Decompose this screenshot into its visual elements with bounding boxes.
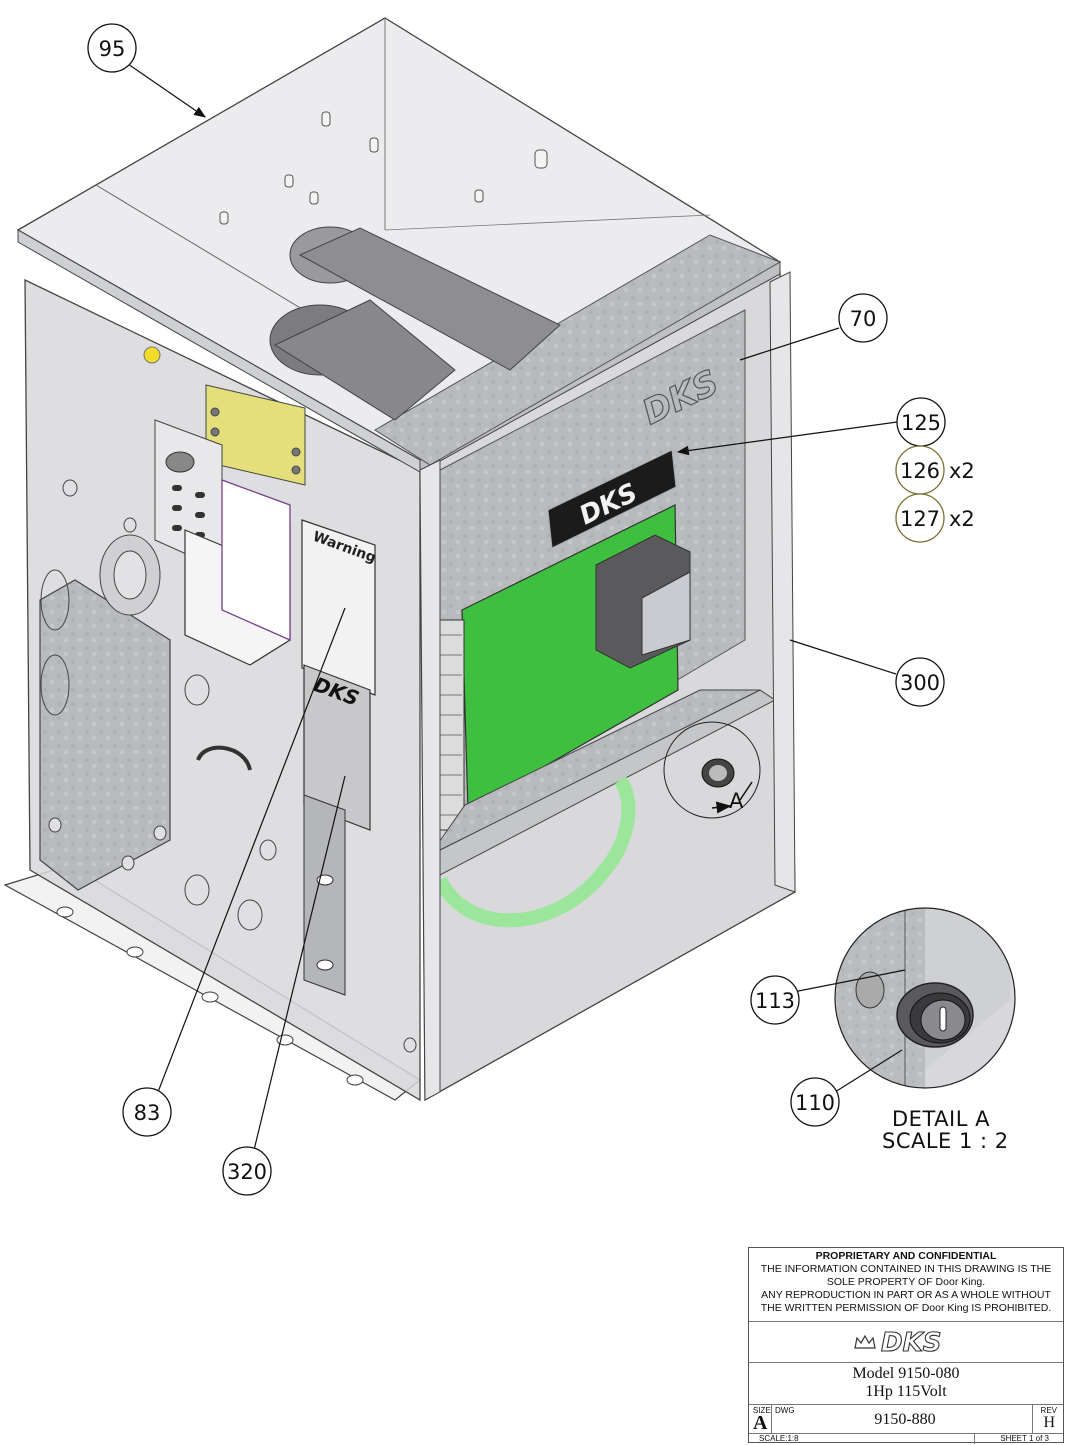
balloon-320: 320 xyxy=(222,1146,272,1196)
sheet-number: SHEET 1 of 3 xyxy=(1000,1434,1049,1443)
drawing-scale: SCALE:1:8 xyxy=(759,1434,799,1443)
proprietary-notice: PROPRIETARY AND CONFIDENTIAL THE INFORMA… xyxy=(749,1248,1063,1322)
proprietary-line: SOLE PROPERTY OF Door King. xyxy=(826,1276,986,1288)
model-line: 1Hp 115Volt xyxy=(865,1383,947,1400)
svg-text:126: 126 xyxy=(900,459,940,483)
balloon-83: 83 xyxy=(122,1087,172,1137)
dks-badge xyxy=(547,449,677,549)
balloon-300: 300 xyxy=(895,657,945,707)
rev-value: H xyxy=(1043,1414,1055,1431)
dwg-label: DWG xyxy=(775,1406,795,1415)
crown-icon: DKS xyxy=(854,1327,942,1358)
proprietary-line: ANY REPRODUCTION IN PART OR AS A WHOLE W… xyxy=(761,1289,1051,1301)
dwg-number: 9150-880 xyxy=(874,1411,936,1428)
knockouts xyxy=(48,479,417,1053)
balloon-126-qty: x2 xyxy=(949,459,975,483)
detail-view-letter: A xyxy=(729,789,744,813)
balloon-125: 125 xyxy=(896,397,946,447)
yellow-indicator xyxy=(143,346,161,364)
svg-text:125: 125 xyxy=(901,411,941,435)
mounting-strip xyxy=(303,794,346,996)
balloon-110: 110 xyxy=(790,1077,840,1127)
cable-clamp xyxy=(196,745,252,771)
rev-cell: REV H xyxy=(1032,1405,1063,1433)
drive-wheel xyxy=(433,775,636,928)
title-block: PROPRIETARY AND CONFIDENTIAL THE INFORMA… xyxy=(748,1247,1064,1444)
model-description: Model 9150-080 1Hp 115Volt xyxy=(749,1363,1063,1405)
balloon-127-qty: x2 xyxy=(949,507,975,531)
rev-label: REV xyxy=(1040,1406,1057,1415)
size-label: SIZE xyxy=(753,1406,771,1415)
proprietary-line: THE WRITTEN PERMISSION OF Door King IS P… xyxy=(760,1302,1052,1314)
terminal-strip xyxy=(437,619,465,831)
warning-label xyxy=(301,519,376,696)
balloon-95: 95 xyxy=(87,23,137,73)
base-flange-holes xyxy=(56,906,364,1086)
terminal-board xyxy=(205,384,306,486)
svg-text:70: 70 xyxy=(850,307,877,331)
cam-lock xyxy=(663,721,761,819)
company-logo: DKS xyxy=(749,1322,1063,1363)
lid-studs xyxy=(219,111,548,225)
scale-row: SCALE:1:8 SHEET 1 of 3 xyxy=(749,1434,1063,1444)
svg-text:113: 113 xyxy=(755,989,795,1013)
svg-text:95: 95 xyxy=(99,37,126,61)
dks-placard xyxy=(303,664,371,831)
svg-text:127: 127 xyxy=(900,507,940,531)
enclosure-assembly: Warning DKS DKS DKS xyxy=(3,17,796,1102)
detail-title: DETAIL A xyxy=(892,1107,990,1131)
leader-lines xyxy=(127,63,906,1151)
balloon-126: 126 x2 xyxy=(895,445,975,495)
svg-text:110: 110 xyxy=(795,1091,835,1115)
drawing-number-row: SIZE A DWG 9150-880 REV H xyxy=(749,1405,1063,1434)
svg-text:83: 83 xyxy=(134,1101,161,1125)
detail-a-view: DETAIL A SCALE 1 : 2 xyxy=(834,907,1016,1153)
logo-text: DKS xyxy=(881,1328,941,1358)
balloon-113: 113 xyxy=(750,975,800,1025)
svg-text:320: 320 xyxy=(227,1160,267,1184)
size-cell: SIZE A xyxy=(749,1405,772,1434)
left-junction-box xyxy=(39,579,171,891)
front-beam xyxy=(374,234,782,466)
balloon-127: 127 x2 xyxy=(895,493,975,543)
size-value: A xyxy=(753,1412,768,1434)
model-line: Model 9150-080 xyxy=(852,1365,960,1382)
proprietary-line: THE INFORMATION CONTAINED IN THIS DRAWIN… xyxy=(760,1263,1052,1275)
balloon-70: 70 xyxy=(838,293,888,343)
proprietary-heading: PROPRIETARY AND CONFIDENTIAL xyxy=(815,1250,997,1262)
svg-text:300: 300 xyxy=(900,671,940,695)
motor xyxy=(269,226,561,421)
detail-scale: SCALE 1 : 2 xyxy=(882,1129,1009,1153)
